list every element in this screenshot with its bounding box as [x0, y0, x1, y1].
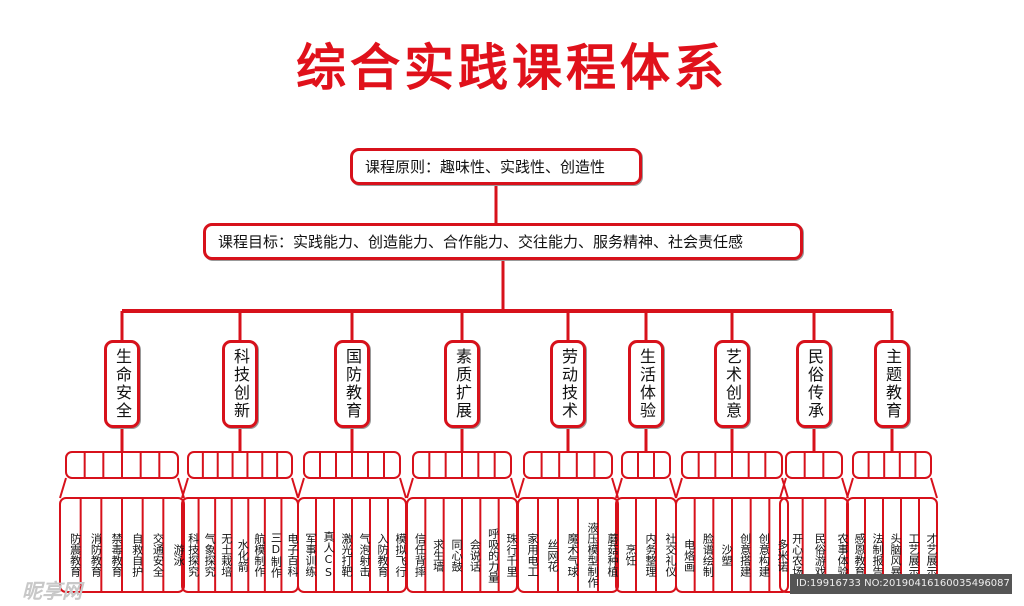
course-6-1: 脸谱绘制: [701, 533, 715, 577]
category-3: 素质扩展: [444, 340, 480, 428]
course-flare-right-8: [930, 477, 938, 499]
category-5: 生活体验: [628, 340, 664, 428]
course-1-6: 电子百科: [285, 533, 299, 577]
course-stub-grid-1: [187, 451, 293, 479]
course-1-3: 水化箭: [236, 538, 250, 572]
course-2-4: 入防教育: [376, 533, 389, 577]
course-8-0: 感恩教育: [853, 533, 866, 577]
course-2-0: 军事训练: [304, 533, 317, 577]
course-5-0: 烹饪: [624, 544, 637, 566]
course-1-2: 无土栽培: [219, 533, 233, 577]
course-stub-grid-5: [621, 451, 671, 479]
goal-box: 课程目标：实践能力、创造能力、合作能力、交往能力、服务精神、社会责任感: [203, 223, 803, 260]
course-0-4: 交通安全: [151, 533, 165, 577]
course-3-2: 同心鼓: [449, 538, 463, 572]
course-flare-right-1: [291, 477, 299, 499]
course-6-0: 电烙画: [682, 538, 696, 572]
course-4-3: 液压模型制作: [586, 522, 599, 588]
course-2-3: 气泡射击: [358, 533, 371, 577]
course-4-0: 家用电工: [526, 533, 539, 577]
course-block-4: [517, 497, 619, 593]
course-0-0: 防震教育: [68, 533, 82, 577]
category-1: 科技创新: [222, 340, 258, 428]
course-4-4: 蘑菇种植: [606, 533, 619, 577]
course-flare-left-0: [59, 477, 67, 499]
course-flare-right-5: [669, 477, 677, 499]
course-8-1: 法制报告: [871, 533, 884, 577]
course-6-2: 沙塑: [719, 544, 733, 566]
category-7: 民俗传承: [796, 340, 832, 428]
course-2-2: 激光打靶: [340, 533, 353, 577]
category-2: 国防教育: [334, 340, 370, 428]
course-2-1: 真人CS: [322, 531, 335, 579]
goal-text: 课程目标：实践能力、创造能力、合作能力、交往能力、服务精神、社会责任感: [218, 233, 744, 251]
course-8-2: 头脑风暴: [889, 533, 902, 577]
course-8-3: 工艺展示: [907, 533, 920, 577]
course-6-5: 多米诺: [775, 538, 789, 572]
image-stamp: ID:19916733 NO:20190416160035496087: [790, 574, 1012, 594]
course-flare-left-2: [297, 477, 305, 499]
course-0-2: 禁毒教育: [109, 533, 123, 577]
course-flare-left-7: [779, 477, 787, 499]
watermark-logo: 昵享网: [22, 579, 82, 603]
course-3-0: 信任背摔: [413, 533, 427, 577]
course-5-2: 社交礼仪: [664, 533, 677, 577]
course-1-0: 科技探究: [186, 533, 200, 577]
course-0-1: 消防教育: [89, 533, 103, 577]
course-stub-grid-8: [852, 451, 932, 479]
course-7-0: 开心农场: [790, 533, 804, 577]
course-flare-right-2: [399, 477, 407, 499]
course-4-1: 丝网花: [546, 538, 559, 572]
category-6: 艺术创意: [714, 340, 750, 428]
course-5-1: 内务整理: [644, 533, 657, 577]
principle-box: 课程原则：趣味性、实践性、创造性: [350, 148, 642, 185]
course-4-2: 魔术气球: [566, 533, 579, 577]
course-7-2: 农事体验: [835, 533, 849, 577]
course-flare-right-6: [781, 477, 789, 499]
course-stub-grid-7: [785, 451, 843, 479]
course-7-1: 民俗游戏: [813, 533, 827, 577]
course-0-3: 自救自护: [130, 533, 144, 577]
course-flare-left-4: [517, 477, 525, 499]
course-6-4: 创意构建: [757, 533, 771, 577]
course-0-5: 游泳: [171, 544, 185, 566]
category-0: 生命安全: [104, 340, 140, 428]
course-1-4: 航模制作: [252, 533, 266, 577]
course-flare-left-3: [406, 477, 414, 499]
course-3-5: 珠行千里: [504, 533, 518, 577]
course-flare-left-6: [675, 477, 683, 499]
course-2-5: 模拟飞行: [394, 533, 407, 577]
course-flare-left-5: [615, 477, 623, 499]
course-1-1: 气象探究: [203, 533, 217, 577]
principle-text: 课程原则：趣味性、实践性、创造性: [365, 158, 606, 176]
course-3-1: 求生墙: [431, 538, 445, 572]
course-1-5: 三D制作: [269, 532, 283, 578]
course-8-4: 才艺展示: [925, 533, 938, 577]
course-flare-right-3: [510, 477, 518, 499]
page-title: 综合实践课程体系: [296, 39, 728, 97]
category-4: 劳动技术: [550, 340, 586, 428]
course-flare-left-8: [846, 477, 854, 499]
course-3-3: 会说话: [468, 538, 482, 572]
category-8: 主题教育: [874, 340, 910, 428]
course-6-3: 创意搭建: [738, 533, 752, 577]
course-flare-left-1: [181, 477, 189, 499]
course-3-4: 呼吸的力量: [486, 527, 500, 583]
course-stub-grid-4: [523, 451, 613, 479]
